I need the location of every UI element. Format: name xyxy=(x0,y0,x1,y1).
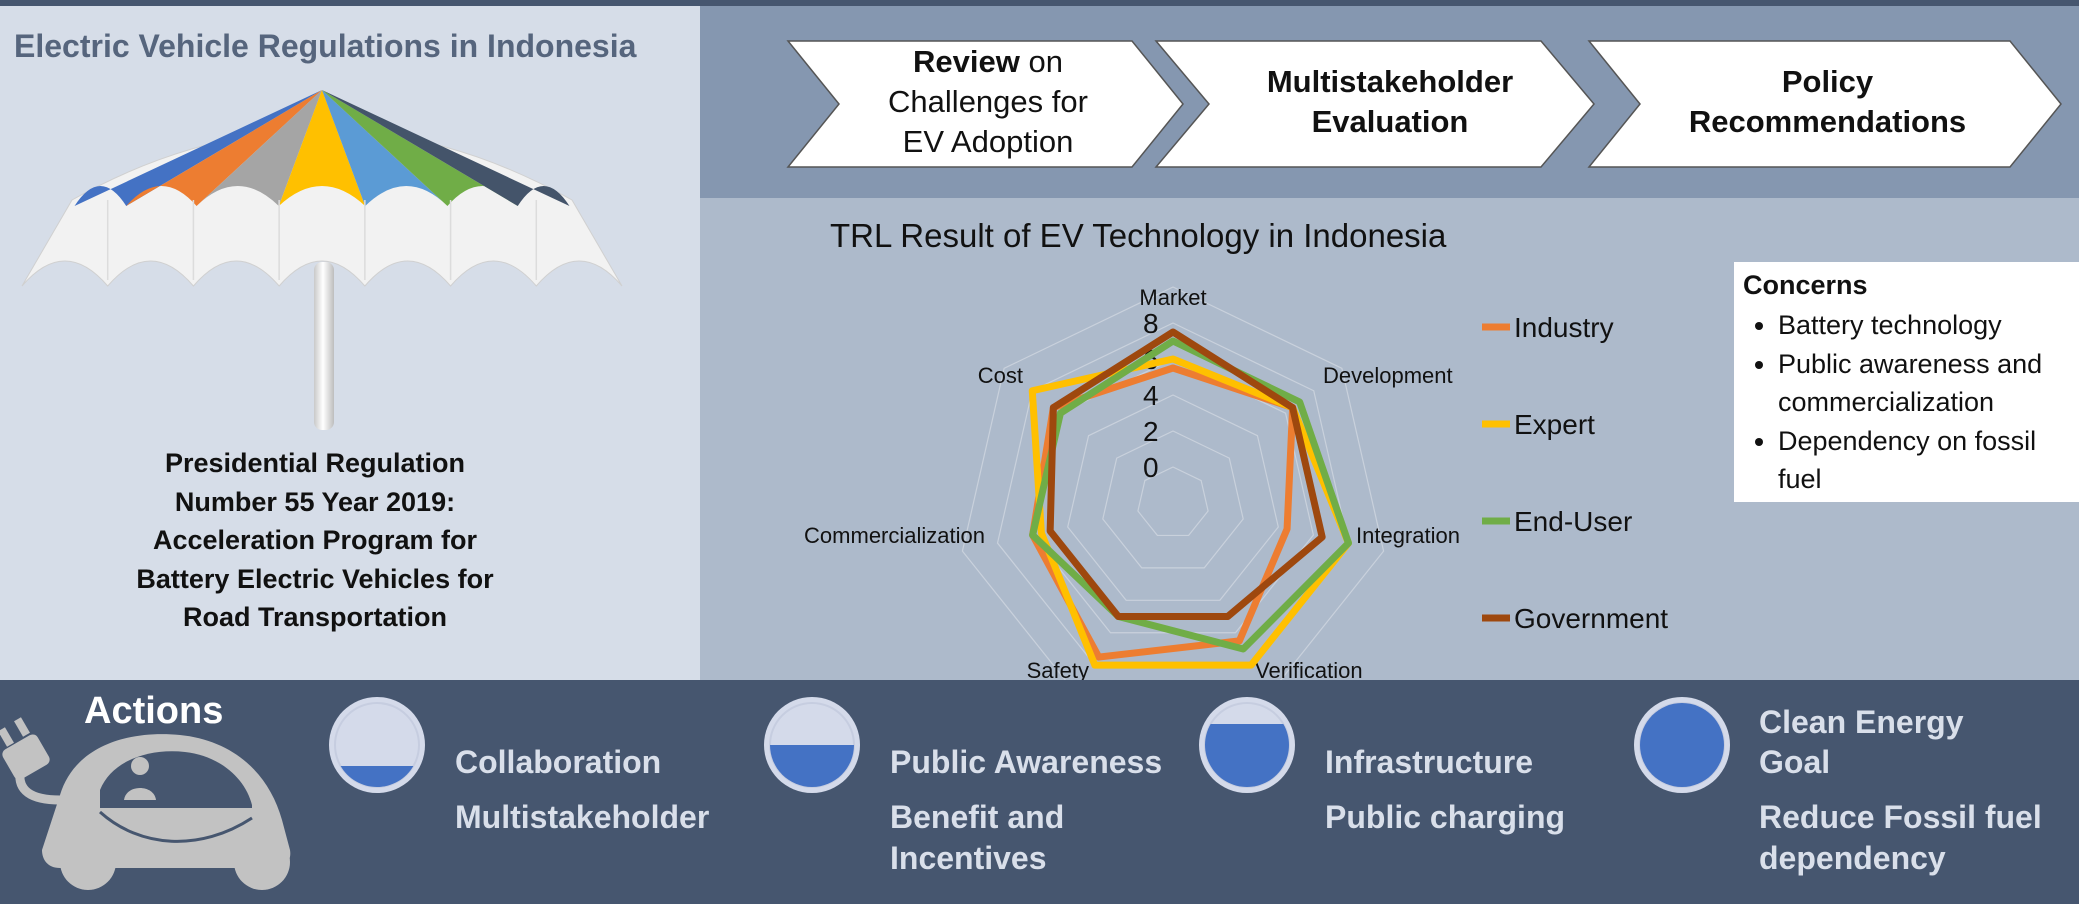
legend-label: End-User xyxy=(1514,506,1632,537)
chevron-step-2 xyxy=(1154,40,1595,168)
radar-grid-ring xyxy=(1137,466,1209,537)
step-1-line2: Challenges for xyxy=(888,84,1088,119)
umbrella-panel xyxy=(322,90,448,206)
page-title: Electric Vehicle Regulations in Indonesi… xyxy=(14,28,637,64)
regulation-text: Presidential Regulation Number 55 Year 2… xyxy=(90,444,540,637)
umbrella-icon xyxy=(21,90,623,430)
radar-axis-label: Market xyxy=(1139,285,1206,310)
regulation-line: Presidential Regulation xyxy=(164,448,466,478)
umbrella-panel xyxy=(126,90,322,206)
radar-series-line xyxy=(1028,355,1352,669)
action-4-title-2: Goal xyxy=(1759,744,1831,780)
action-3-title: Infrastructure xyxy=(1325,744,1534,780)
step-3-line2: Recommendations xyxy=(1688,104,1967,139)
radar-axis-label: Integration xyxy=(1356,523,1460,548)
clean-energy-gauge-icon xyxy=(1634,697,1730,793)
umbrella-panel xyxy=(74,90,322,206)
radar-axis-label: Development xyxy=(1323,363,1453,388)
legend-label: Expert xyxy=(1514,409,1595,440)
umbrella-panel xyxy=(196,90,322,206)
radar-axis-label: Verification xyxy=(1255,658,1363,680)
action-4-title-1: Clean Energy xyxy=(1759,704,1964,740)
concerns-title: Concerns xyxy=(1743,270,1868,300)
radar-chart: TRL Result of EV Technology in Indonesia… xyxy=(804,217,1668,680)
process-chevrons xyxy=(786,40,2062,168)
umbrella-panel xyxy=(278,90,366,206)
radar-tick-label: 0 xyxy=(1143,452,1159,483)
concerns-box: Concerns Battery technology Public aware… xyxy=(1734,262,2079,502)
action-4-desc-2: dependency xyxy=(1759,840,1946,876)
regulation-line: Battery Electric Vehicles for xyxy=(136,563,494,594)
step-1-bold: Review xyxy=(913,44,1020,79)
step-3-label: Policy Recommendations xyxy=(1650,62,2005,142)
step-2-label: Multistakeholder Evaluation xyxy=(1225,62,1555,142)
concern-item: Dependency on fossil fuel xyxy=(1778,422,2078,499)
electric-car-icon xyxy=(0,717,291,890)
infrastructure-gauge-icon xyxy=(1199,697,1295,793)
step-1-label: Review on Challenges for EV Adoption xyxy=(858,42,1118,162)
action-4-desc-1: Reduce Fossil fuel xyxy=(1759,799,2042,835)
radar-grid-ring xyxy=(961,286,1385,680)
public-awareness-gauge-icon xyxy=(764,697,860,793)
public-awareness-gauge-fill xyxy=(770,745,854,787)
umbrella-shaft xyxy=(314,262,334,430)
radar-grid-ring xyxy=(1067,394,1279,601)
step-2-line2: Evaluation xyxy=(1311,104,1469,139)
step-1-line3: EV Adoption xyxy=(902,124,1074,159)
regulation-line: Acceleration Program for xyxy=(152,525,478,555)
action-1-desc: Multistakeholder xyxy=(455,799,710,835)
step-3-line1: Policy xyxy=(1781,64,1874,99)
umbrella-panel xyxy=(322,90,570,206)
radar-tick-label: 4 xyxy=(1143,380,1159,411)
radar-grid-ring xyxy=(1102,430,1244,569)
concerns-list: Battery technology Public awareness and … xyxy=(1734,306,2078,499)
infrastructure-gauge-fill xyxy=(1205,724,1289,787)
action-2-title: Public Awareness xyxy=(890,744,1163,780)
step-1-rest: on xyxy=(1019,44,1063,79)
actions-title: Actions xyxy=(84,690,224,732)
radar-series-line xyxy=(1046,328,1326,621)
chevron-step-1 xyxy=(786,40,1184,168)
chevron-step-3 xyxy=(1587,40,2062,168)
action-2-desc-2: Incentives xyxy=(890,840,1047,876)
step-2-line1: Multistakeholder xyxy=(1266,64,1514,99)
top-border xyxy=(0,0,2079,6)
action-1-title: Collaboration xyxy=(455,744,662,780)
clean-energy-gauge-fill xyxy=(1640,703,1724,787)
regulation-line: Road Transportation xyxy=(182,602,447,632)
concern-item: Battery technology xyxy=(1778,306,2078,345)
chart-title: TRL Result of EV Technology in Indonesia xyxy=(830,217,1447,254)
collaboration-gauge-icon xyxy=(329,697,425,793)
legend-label: Industry xyxy=(1514,312,1614,343)
radar-tick-label: 2 xyxy=(1143,416,1159,447)
action-3-desc: Public charging xyxy=(1325,799,1566,835)
legend-label: Government xyxy=(1514,603,1668,634)
concern-item: Public awareness and commercialization xyxy=(1778,345,2078,422)
radar-axis-label: Cost xyxy=(978,363,1023,388)
regulation-line: Number 55 Year 2019: xyxy=(174,486,456,517)
collaboration-gauge-fill xyxy=(340,766,414,787)
action-2-desc-1: Benefit and xyxy=(890,799,1065,835)
radar-tick-label: 8 xyxy=(1143,308,1159,339)
radar-axis-label: Safety xyxy=(1027,658,1089,680)
radar-axis-label: Commercialization xyxy=(804,523,985,548)
